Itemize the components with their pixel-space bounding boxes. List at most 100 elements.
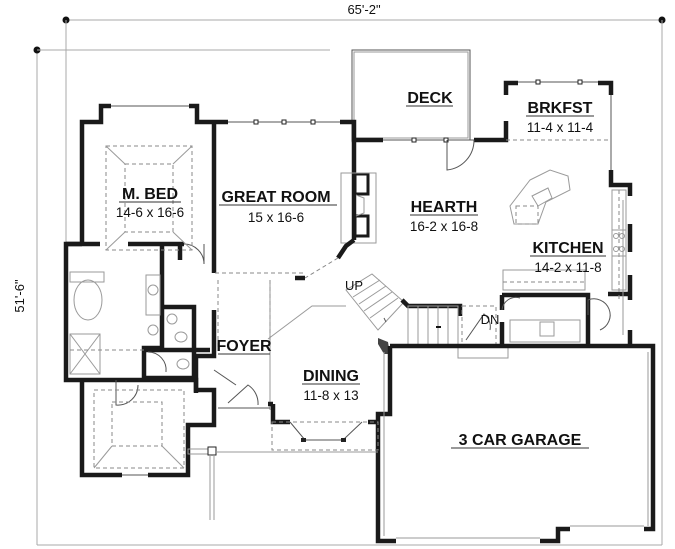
bay-post (301, 438, 306, 442)
sitting-ceiling-outer (93, 389, 185, 469)
door-swing-closet (213, 369, 237, 386)
room-great-room: GREAT ROOM 15 x 16-6 (219, 189, 337, 225)
room-hearth-name: HEARTH (411, 199, 478, 216)
vanity (145, 274, 161, 316)
room-brkfst: BRKFST 11-4 x 11-4 (526, 100, 594, 135)
room-brkfst-size: 11-4 x 11-4 (527, 120, 594, 135)
door-swing-pantry (587, 298, 611, 331)
column-corner (378, 338, 390, 354)
stair-down-flight (407, 305, 459, 347)
front-door-swing (227, 384, 259, 406)
door-swing-wc (147, 351, 167, 373)
stair-tread (363, 291, 393, 312)
laundry-sink (539, 321, 555, 337)
room-great-room-size: 15 x 16-6 (248, 210, 304, 225)
walls (63, 79, 656, 544)
window-mullion (281, 119, 287, 125)
window-mullion (411, 137, 417, 143)
mbed-ceiling-outer (105, 145, 193, 251)
laundry-counter (509, 319, 581, 343)
room-m-bed-name: M. BED (122, 186, 178, 203)
fireplace-box-lower (353, 214, 370, 238)
burner (619, 246, 625, 252)
porch-column (207, 446, 217, 456)
room-labels: DECK BRKFST 11-4 x 11-4 M. BED 14-6 x 16… (116, 90, 606, 449)
burner (619, 233, 625, 239)
room-deck-name: DECK (407, 90, 453, 107)
room-hearth: HEARTH 16-2 x 16-8 (410, 199, 478, 234)
wall-sitting-north (82, 377, 199, 393)
stair-down-label: DN (481, 312, 500, 327)
stair-arrow (436, 326, 441, 328)
sitting-ceiling-inner (111, 401, 163, 447)
window-mullion (443, 137, 449, 143)
deck-inner-outline (353, 51, 469, 139)
room-m-bed: M. BED 14-6 x 16-6 (116, 186, 184, 220)
door-swing-mbed (183, 243, 205, 265)
fireplace-box-upper (353, 172, 370, 196)
depth-dimension-label: 51'-6" (12, 279, 27, 313)
wall-foyer-west (193, 310, 217, 405)
room-dining: DINING 11-8 x 13 (302, 368, 360, 403)
room-dining-size: 11-8 x 13 (303, 388, 358, 403)
room-garage: 3 CAR GARAGE (451, 432, 589, 449)
wall-bath-vanity (141, 244, 165, 380)
room-dining-name: DINING (303, 368, 359, 385)
room-kitchen: KITCHEN 14-2 x 11-8 (530, 240, 606, 275)
burner (613, 233, 619, 239)
fireplace-firebox (355, 194, 365, 217)
opening-greatroom-foyer (304, 257, 339, 279)
door-swing-sitting (115, 380, 139, 406)
wall-fireplace-angle (336, 238, 356, 260)
window-mullion (535, 79, 541, 85)
burner (613, 246, 619, 252)
dining-ceiling-line (267, 305, 346, 340)
wall-deck-brkfst (474, 121, 509, 143)
window-mullion (253, 119, 259, 125)
shower (69, 333, 101, 375)
wall-dining-sw (270, 404, 290, 425)
kitchen-sink (531, 187, 553, 207)
wall-brkfst-ne (598, 80, 614, 95)
stair-arrow (383, 317, 387, 323)
room-m-bed-size: 14-6 x 16-6 (116, 205, 184, 220)
wall-wc (164, 304, 210, 353)
dimension-lines (33, 16, 666, 546)
room-garage-name: 3 CAR GARAGE (459, 432, 582, 449)
wall-garage-north-east (390, 343, 656, 532)
stair-up-label: UP (345, 278, 363, 293)
wall-stair-north (400, 298, 463, 316)
wall-mbed-west (79, 103, 111, 244)
room-kitchen-size: 14-2 x 11-8 (534, 260, 601, 275)
wall-laundry-north (502, 292, 591, 346)
stair-tread (369, 297, 399, 319)
wall-brkfst-nw (503, 80, 518, 95)
window-mullion (577, 79, 583, 85)
room-deck: DECK (406, 90, 453, 107)
room-foyer: FOYER (216, 338, 272, 355)
wall-kitchen-ne (608, 170, 633, 196)
room-brkfst-name: BRKFST (528, 100, 593, 117)
sink (147, 284, 159, 296)
stair-tread (352, 279, 381, 298)
door-swing-basement (465, 313, 491, 341)
ceiling-line (105, 145, 126, 165)
wall-powder-room (144, 347, 197, 381)
wall-bath-west (63, 241, 82, 383)
fireplace-hearth (340, 172, 377, 244)
dining-bay-boundary (271, 421, 379, 451)
toilet (176, 358, 190, 370)
wall-garage-west (375, 346, 396, 544)
cooktop (611, 229, 627, 257)
dining-bay-window (289, 421, 363, 441)
ceiling-line (161, 445, 185, 469)
wall-greatroom-ne (340, 119, 383, 143)
toilet (174, 331, 188, 343)
sink (166, 313, 178, 325)
wall-garage-pier (540, 526, 570, 544)
window-mullion (310, 119, 316, 125)
wall-sitting-west (79, 380, 122, 478)
bay-post (341, 438, 346, 442)
ceiling-line (172, 231, 193, 251)
mbed-ceiling-inner (124, 163, 174, 233)
